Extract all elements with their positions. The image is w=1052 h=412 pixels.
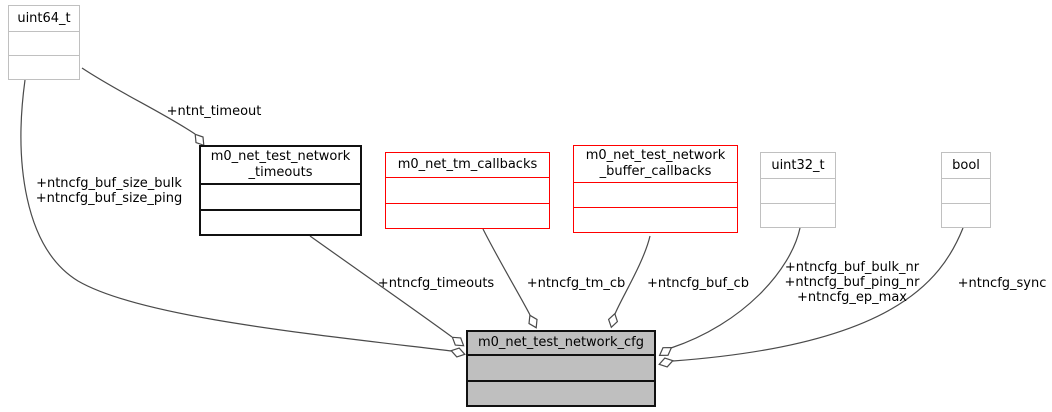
class-compartment: [386, 202, 549, 229]
class-compartment: [386, 178, 549, 203]
class-compartment: [761, 202, 835, 228]
edge-ntnt-timeout: [81, 67, 196, 135]
class-compartment: [468, 379, 654, 406]
class-compartment: [761, 179, 835, 203]
class-title: m0_net_tm_callbacks: [386, 153, 549, 178]
edge-label-ntnt-timeout: +ntnt_timeout: [166, 104, 262, 119]
edge-label-ntncfg-timeouts: +ntncfg_timeouts: [377, 276, 495, 291]
edge-buf-size: [20, 79, 452, 352]
class-node-m0-net-tm-callbacks[interactable]: m0_net_tm_callbacks: [385, 152, 550, 229]
aggregation-diamond-buf-nr: [658, 346, 673, 357]
class-compartment: [201, 185, 360, 209]
aggregation-diamond-buf-size: [450, 347, 466, 358]
class-node-m0-net-test-network-timeouts[interactable]: m0_net_test_network _timeouts: [199, 145, 362, 236]
class-node-m0-net-test-network-cfg: m0_net_test_network_cfg: [466, 330, 656, 407]
edge-label-ntncfg-sync: +ntncfg_sync: [957, 276, 1047, 291]
class-compartment: [574, 207, 737, 232]
aggregation-diamond-ntncfg-buf-cb: [607, 312, 619, 329]
class-node-bool[interactable]: bool: [941, 152, 991, 228]
class-node-m0-net-test-network-buffer-callbacks[interactable]: m0_net_test_network _buffer_callbacks: [573, 145, 738, 233]
aggregation-diamond-ntnt-timeout: [194, 133, 205, 147]
class-compartment: [468, 356, 654, 380]
edge-buf-nr: [670, 227, 801, 349]
class-node-uint64-t[interactable]: uint64_t: [8, 5, 80, 80]
edge-label-buf-nr: +ntncfg_buf_bulk_nr +ntncfg_buf_ping_nr …: [784, 260, 920, 305]
edge-label-buf-size: +ntncfg_buf_size_bulk +ntncfg_buf_size_p…: [35, 176, 183, 206]
class-compartment: [201, 208, 360, 235]
class-title: m0_net_test_network_cfg: [468, 332, 654, 356]
edge-ntncfg-timeouts: [309, 235, 453, 338]
aggregation-diamond-ntncfg-sync: [658, 357, 674, 368]
class-compartment: [9, 32, 79, 55]
edge-ntncfg-tm-cb: [482, 228, 531, 316]
class-title: m0_net_test_network _timeouts: [201, 147, 360, 185]
edge-ntncfg-sync: [672, 227, 964, 362]
class-compartment: [574, 183, 737, 207]
edge-label-ntncfg-buf-cb: +ntncfg_buf_cb: [647, 276, 749, 291]
aggregation-diamond-ntncfg-tm-cb: [528, 314, 538, 329]
class-node-uint32-t[interactable]: uint32_t: [760, 152, 836, 228]
class-title: uint32_t: [761, 153, 835, 179]
edge-ntncfg-buf-cb: [614, 235, 651, 315]
edge-label-ntncfg-tm-cb: +ntncfg_tm_cb: [526, 276, 626, 291]
class-title: bool: [942, 153, 990, 179]
class-title: m0_net_test_network _buffer_callbacks: [574, 146, 737, 183]
class-compartment: [942, 179, 990, 203]
aggregation-diamond-ntncfg-timeouts: [451, 336, 465, 347]
class-compartment: [9, 55, 79, 79]
class-title: uint64_t: [9, 6, 79, 32]
class-compartment: [942, 202, 990, 228]
